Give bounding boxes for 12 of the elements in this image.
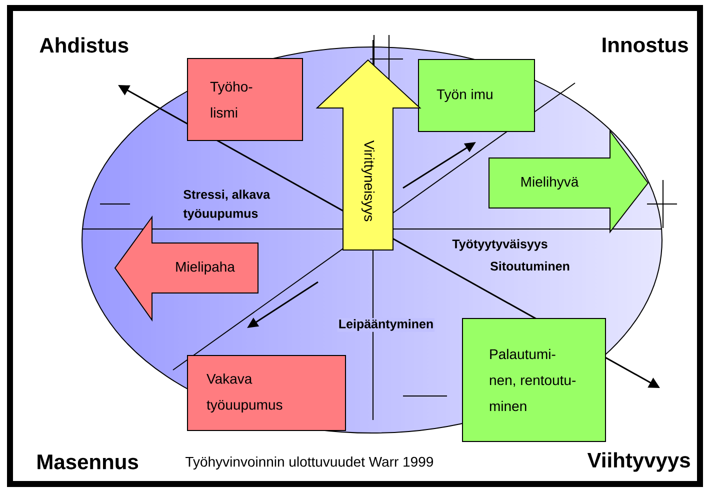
corner-label: Ahdistus [40,37,128,53]
area-label: Työtyytyväisyys [452,239,548,251]
corner-label: Innostus [602,38,688,52]
corner-label: Viihtyvyys [587,452,690,472]
label-box: Vakava työuupumus [187,355,346,431]
caption: Työhyvinvoinnin ulottuvuudet Warr 1999 [186,456,433,470]
corner-label: Masennus [38,454,138,470]
area-label: Leipääntyminen [337,318,435,332]
label-box: Palautumi- nen, rentoutu- minen [462,318,606,442]
label-box: Työho- lismi [187,58,303,141]
area-label: Sitoutuminen [490,261,570,271]
label-box: Työn imu [418,59,535,132]
